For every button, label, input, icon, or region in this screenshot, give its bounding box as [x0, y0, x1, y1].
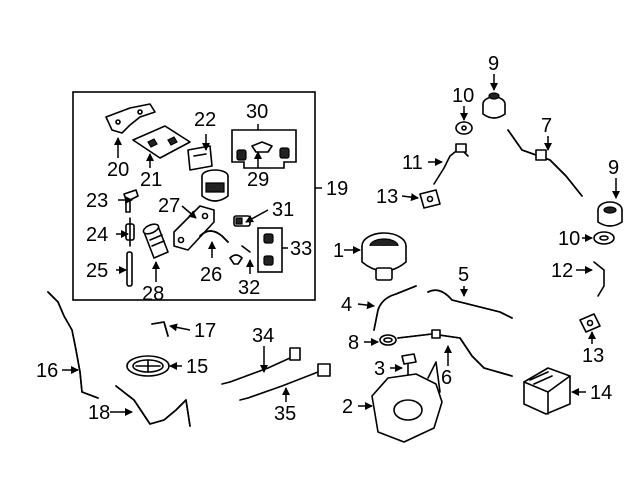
part-1-air-pump [361, 232, 407, 281]
callout-28: 28 [142, 283, 164, 305]
callout-25: 25 [86, 260, 108, 282]
callout-9-lower: 9 [608, 157, 619, 179]
callout-12: 12 [551, 260, 573, 282]
part-7-pipe [507, 129, 583, 197]
part-15-cap [126, 355, 170, 377]
part-23-fitting [123, 189, 139, 213]
part-28-filter [142, 223, 169, 259]
part-21-plate [132, 125, 191, 159]
callout-24: 24 [86, 224, 108, 246]
callout-33: 33 [290, 238, 312, 260]
callout-31: 31 [272, 199, 294, 221]
callout-29: 29 [247, 169, 269, 191]
callout-19: 19 [326, 178, 348, 200]
part-2-valve-housing [371, 361, 443, 443]
part-33-clamps [257, 227, 283, 273]
callout-2: 2 [342, 396, 353, 418]
callout-3: 3 [374, 358, 385, 380]
callout-17: 17 [194, 320, 216, 342]
callout-27: 27 [158, 195, 180, 217]
callout-35: 35 [274, 403, 296, 425]
part-35-sensor [239, 363, 331, 401]
callout-16: 16 [36, 360, 58, 382]
callout-14: 14 [590, 382, 612, 404]
callout-18: 18 [88, 402, 110, 424]
callout-13-lower: 13 [582, 345, 604, 367]
callout-13-upper: 13 [376, 186, 398, 208]
callout-30: 30 [246, 101, 268, 123]
callout-10-upper: 10 [452, 85, 474, 107]
part-18-hose [115, 385, 191, 427]
callout-4: 4 [341, 294, 352, 316]
part-10-upper-gasket [455, 121, 473, 135]
callout-32: 32 [238, 277, 260, 299]
callout-10-lower: 10 [558, 228, 580, 250]
callout-6: 6 [441, 367, 452, 389]
part-32-clamp [229, 245, 251, 265]
part-17-hose [151, 321, 169, 337]
part-22-bracket [187, 145, 213, 171]
part-3-bolt [401, 353, 417, 377]
part-25-rod [126, 251, 133, 287]
part-9-upper-valve [482, 92, 506, 119]
leader-lines [62, 74, 620, 416]
part-24-connector [125, 217, 135, 247]
callout-15: 15 [186, 356, 208, 378]
callout-5: 5 [458, 264, 469, 286]
part-12-bracket [593, 261, 605, 297]
part-4-hose [373, 285, 417, 331]
part-14-canister [523, 367, 571, 415]
callout-21: 21 [140, 169, 162, 191]
callout-34: 34 [252, 325, 274, 347]
part-27-valve [173, 169, 229, 251]
callout-26: 26 [200, 264, 222, 286]
part-13-upper-gasket [419, 189, 441, 209]
callout-23: 23 [86, 190, 108, 212]
callout-9-upper: 9 [488, 53, 499, 75]
part-20-bracket [105, 103, 156, 134]
part-11-bracket [433, 143, 469, 185]
part-6-pipe [397, 329, 513, 377]
part-16-hose [47, 291, 99, 399]
part-10-lower-gasket [593, 231, 615, 245]
part-30-clip-set [231, 129, 297, 169]
part-9-lower-valve [597, 201, 623, 227]
kit-inset-box [72, 91, 316, 301]
callout-7: 7 [541, 115, 552, 137]
callout-20: 20 [107, 159, 129, 181]
callout-8: 8 [348, 332, 359, 354]
callout-22: 22 [194, 109, 216, 131]
callout-11: 11 [402, 152, 423, 174]
part-34-sensor [221, 347, 301, 385]
part-13-lower-gasket [579, 313, 601, 333]
part-5-hose [427, 289, 513, 319]
callout-1: 1 [333, 240, 344, 262]
part-26-hose [199, 230, 229, 243]
part-8-seal [379, 334, 397, 346]
